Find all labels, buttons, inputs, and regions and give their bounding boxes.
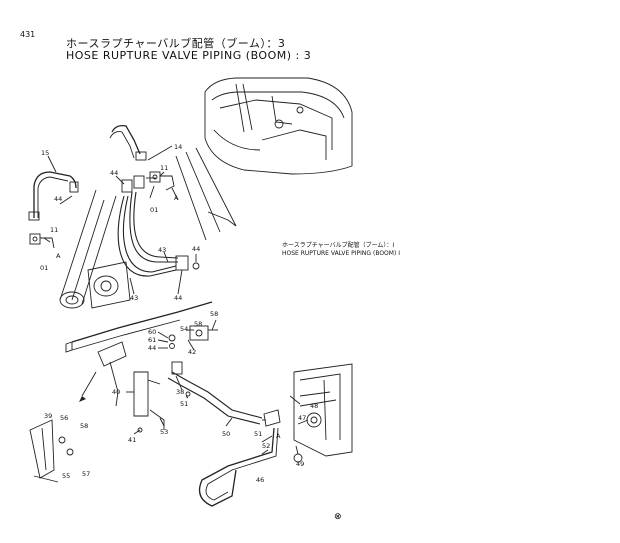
rupture-valve-block — [263, 363, 353, 463]
part-label: 55 — [62, 472, 70, 480]
part-label: 49 — [296, 460, 304, 468]
part-label: 44 — [174, 294, 182, 302]
boom-cylinders — [59, 147, 237, 309]
part-label: 51 — [254, 430, 262, 438]
fitting-01-upper — [149, 171, 175, 191]
o-ring-44 — [192, 262, 200, 270]
title-japanese: ホースラプチャーバルブ配管（ブーム）：3 — [66, 37, 286, 50]
part-label: 41 — [128, 436, 136, 444]
part-label: 01 — [150, 206, 158, 214]
part-label: 11 — [160, 164, 168, 172]
pipe-14 — [111, 124, 141, 155]
part-label: 53 — [160, 428, 168, 436]
part-label: 48 — [310, 402, 318, 410]
part-label: 54 — [180, 325, 188, 333]
part-label: 11 — [50, 226, 58, 234]
leader-lines — [43, 145, 309, 455]
part-label: 15 — [41, 149, 49, 157]
machine-overview — [204, 77, 353, 175]
part-label: 43 — [158, 246, 166, 254]
mount-rod — [71, 301, 213, 343]
part-label: 42 — [188, 348, 196, 356]
fitting-01-lower — [29, 233, 55, 249]
clip-54 — [168, 325, 218, 349]
part-label: 47 — [298, 414, 306, 422]
symbol-mark-icon: ⊗ — [334, 512, 342, 522]
part-label: 50 — [222, 430, 230, 438]
hose-43-a — [117, 195, 177, 277]
page-number: 431 — [20, 30, 36, 39]
inset-detail — [29, 371, 97, 483]
title-english: HOSE RUPTURE VALVE PIPING (BOOM) : 3 — [66, 49, 312, 62]
part-label: 43 — [130, 294, 138, 302]
part-label: 44 — [54, 195, 62, 203]
part-label: 56 — [60, 414, 68, 422]
part-label: A — [276, 432, 281, 440]
bolt-41 — [137, 427, 143, 433]
part-label: A — [56, 252, 61, 260]
part-label: 51 — [180, 400, 188, 408]
part-label: 60 — [148, 328, 156, 336]
part-label: A — [174, 194, 179, 202]
part-label: 14 — [174, 143, 182, 151]
part-label: 58 — [194, 320, 202, 328]
subtitle-japanese: ホースラプチャーバルブ配管（ブーム）：I — [282, 242, 395, 249]
part-label: 52 — [262, 442, 270, 450]
pipe-46 — [198, 427, 275, 507]
part-label: 58 — [210, 310, 218, 318]
pipe-15 — [33, 171, 77, 218]
part-label: 44 — [110, 169, 118, 177]
hose-50 — [171, 371, 263, 419]
part-label: 01 — [40, 264, 48, 272]
hose-43-b — [129, 191, 178, 263]
part-label: 58 — [80, 422, 88, 430]
part-label: 61 — [148, 336, 156, 344]
part-label: 40 — [112, 388, 120, 396]
part-label: 38 — [176, 388, 184, 396]
bracket-40 — [97, 341, 165, 430]
washer-51 — [185, 391, 191, 397]
part-label: 39 — [44, 412, 52, 420]
part-label: 57 — [82, 470, 90, 478]
part-label: 44 — [192, 245, 200, 253]
part-label: 46 — [256, 476, 264, 484]
part-label: 44 — [148, 344, 156, 352]
subtitle-english: HOSE RUPTURE VALVE PIPING (BOOM) I — [282, 250, 400, 257]
